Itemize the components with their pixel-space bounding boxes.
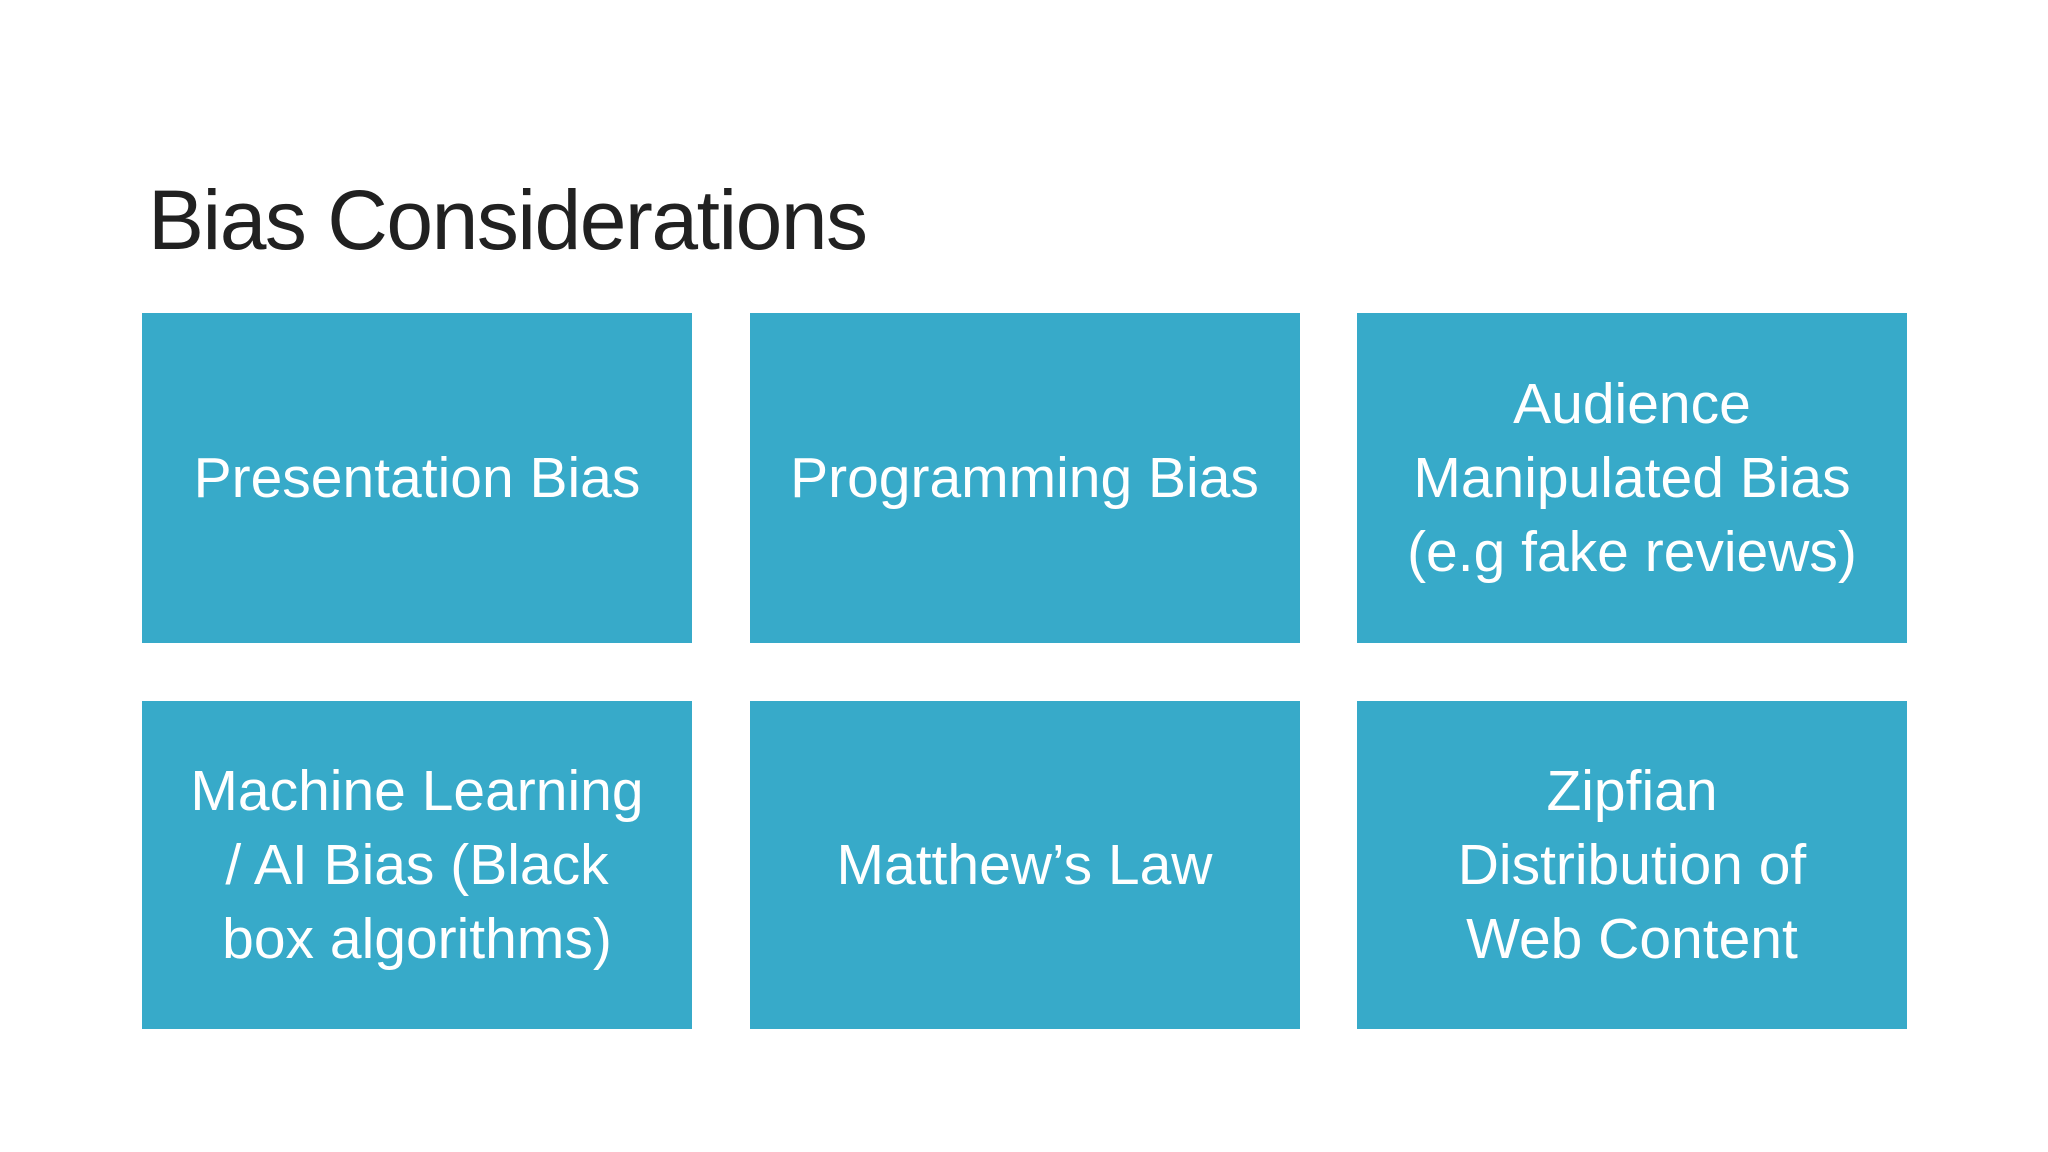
box-label: Machine Learning / AI Bias (Black box al… [190,758,644,972]
box-programming-bias: Programming Bias [749,313,1300,643]
bias-box-grid: Presentation Bias Programming Bias Audie… [142,313,1907,1029]
box-audience-manipulated-bias: Audience Manipulated Bias (e.g fake revi… [1357,313,1907,643]
box-label: Matthew’s Law [836,832,1213,897]
box-label: Zipfian Distribution of Web Content [1457,758,1807,972]
box-label: Programming Bias [790,445,1259,510]
box-label: Audience Manipulated Bias (e.g fake revi… [1407,371,1857,585]
box-presentation-bias: Presentation Bias [142,313,692,643]
box-matthews-law: Matthew’s Law [749,701,1300,1029]
slide-title: Bias Considerations [148,173,868,268]
box-zipfian-distribution: Zipfian Distribution of Web Content [1357,701,1907,1029]
box-machine-learning-ai-bias: Machine Learning / AI Bias (Black box al… [142,701,692,1029]
box-label: Presentation Bias [193,445,641,510]
